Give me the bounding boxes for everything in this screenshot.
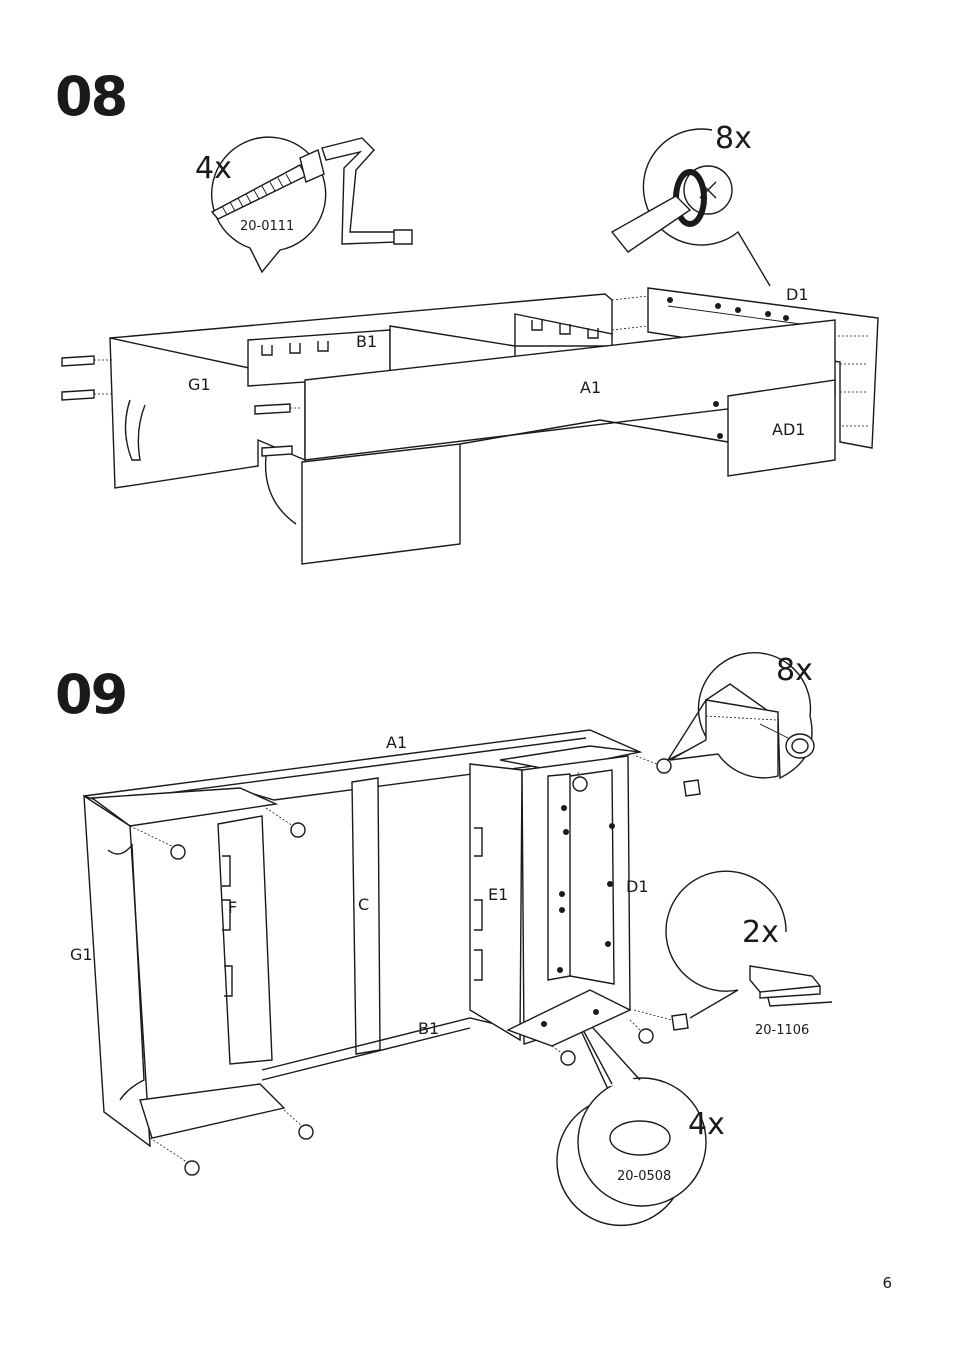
label-c: C xyxy=(358,895,369,914)
screw-part-code: 20-0111 xyxy=(240,219,294,234)
glide-part-code: 20-0508 xyxy=(617,1169,671,1184)
cam-lock-quantity: 8x xyxy=(715,121,752,156)
glide-icon xyxy=(785,733,815,759)
label-e1: E1 xyxy=(488,885,508,904)
screwdriver-icon xyxy=(610,195,692,253)
step-08-frame: G1 B1 D1 A1 AD1 xyxy=(61,285,879,565)
label-b1: B1 xyxy=(356,332,377,351)
label-f: F xyxy=(228,898,237,917)
side-screws xyxy=(61,295,868,457)
cam-lock-markers xyxy=(667,297,789,439)
step-08-illustration: 4x 20-0111 8x xyxy=(61,121,879,565)
cam-lock-callout: 8x xyxy=(610,121,771,287)
screw-icon xyxy=(210,149,325,220)
glide-callout: 4x 20-0508 xyxy=(556,997,725,1227)
label-g1-09: G1 xyxy=(70,945,93,964)
felt-pad-icon xyxy=(609,1120,671,1156)
pad-icon xyxy=(749,965,822,993)
screw-quantity: 4x xyxy=(195,151,232,186)
allen-key-icon xyxy=(321,137,413,245)
step-number-08: 08 xyxy=(55,65,128,128)
step-09-illustration: 8x 2x 20-1106 4x 20-0508 xyxy=(70,652,833,1227)
pad-markers xyxy=(633,779,701,1031)
hardware-markers xyxy=(541,805,615,1027)
label-a1: A1 xyxy=(580,378,601,397)
glide-quantity: 4x xyxy=(688,1107,725,1142)
label-ad1: AD1 xyxy=(772,420,805,439)
pad-callout: 2x 20-1106 xyxy=(665,870,833,1038)
glide-markers xyxy=(129,755,672,1176)
step-number-09: 09 xyxy=(55,663,128,726)
label-d1: D1 xyxy=(786,285,809,304)
pad-part-code: 20-1106 xyxy=(755,1023,809,1038)
pad-quantity: 2x xyxy=(742,915,779,950)
dowel-quantity: 8x xyxy=(776,653,813,688)
label-a1-09: A1 xyxy=(386,733,407,752)
screw-callout: 4x 20-0111 xyxy=(195,136,413,274)
page-number: 6 xyxy=(882,1274,892,1292)
step-09-frame: A1 G1 F C B1 E1 xyxy=(70,729,701,1176)
label-g1: G1 xyxy=(188,375,211,394)
label-d1-09: D1 xyxy=(626,877,649,896)
label-b1-09: B1 xyxy=(418,1019,439,1038)
dowel-callout: 8x xyxy=(666,652,815,780)
